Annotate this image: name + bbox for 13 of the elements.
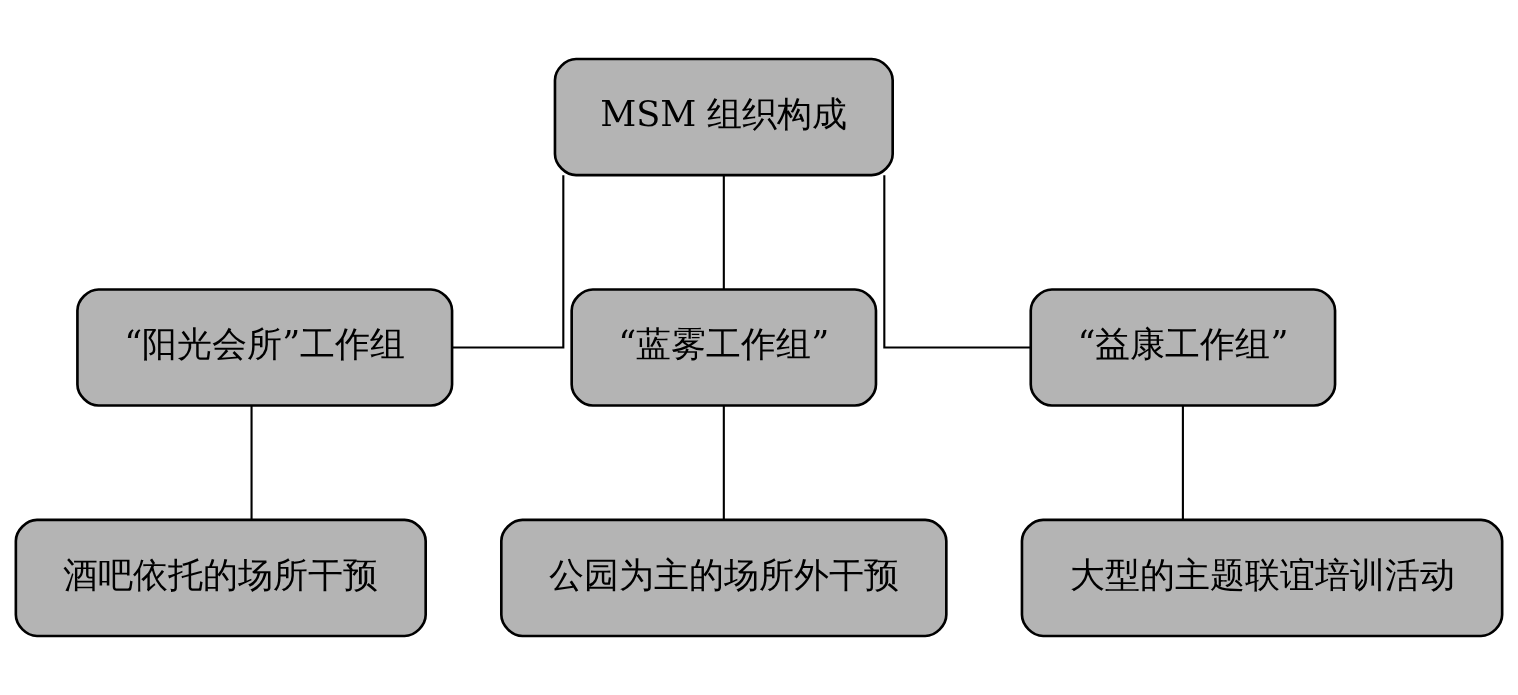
connector [722,405,725,520]
node-box: “蓝雾工作组” [570,288,878,407]
node-box: “阳光会所”工作组 [76,288,454,407]
node-box: 大型的主题联谊培训活动 [1020,518,1504,638]
connector [883,175,1031,349]
connector [250,405,253,520]
node-box: 酒吧依托的场所干预 [14,518,427,638]
connector [452,175,565,349]
node-box: 公园为主的场所外干预 [500,518,948,638]
connector [722,175,725,290]
node-box: “益康工作组” [1029,288,1337,407]
connector [1181,405,1184,520]
node-box: MSM 组织构成 [553,57,894,177]
